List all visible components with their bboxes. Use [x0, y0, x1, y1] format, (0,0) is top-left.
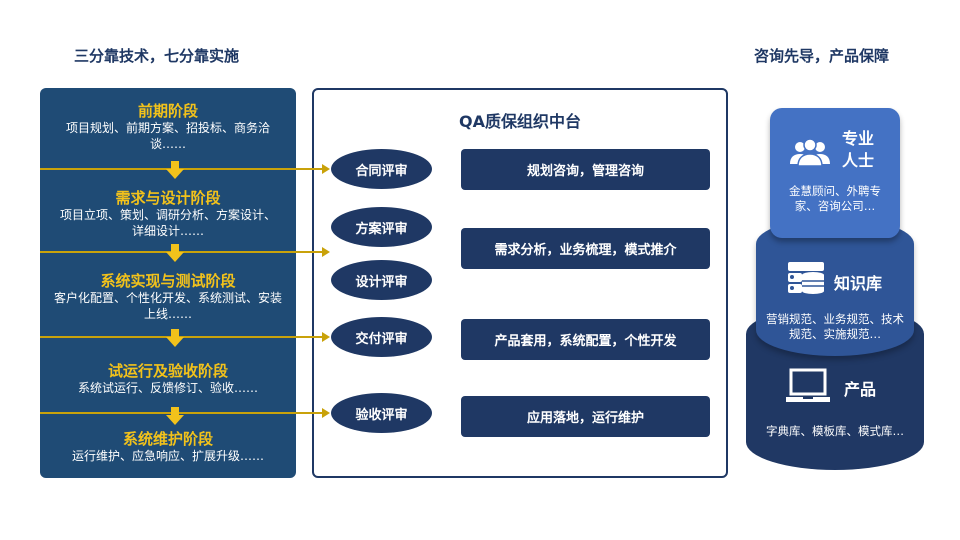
- stage-desc: 系统试运行、反馈修订、验收……: [77, 381, 258, 395]
- database-icon: [788, 262, 824, 298]
- pillar-desc: 字典库、模板库、模式库…: [766, 424, 904, 438]
- stage-title: 前期阶段: [137, 102, 198, 120]
- stage-1: 前期阶段项目规划、前期方案、招投标、商务洽谈……: [40, 102, 296, 152]
- arrow-down-icon: [171, 329, 179, 337]
- stage-title: 试运行及验收阶段: [107, 362, 228, 380]
- left-heading: 三分靠技术，七分靠实施: [74, 47, 240, 65]
- pillar-desc: 金慧顾问、外聘专家、咨询公司…: [789, 184, 881, 213]
- pillar-title: 产品: [844, 380, 877, 399]
- stage-title: 需求与设计阶段: [115, 189, 221, 207]
- pillar-knowledge: 知识库 营销规范、业务规范、技术规范、实施规范…: [756, 218, 914, 356]
- stage-desc: 运行维护、应急响应、扩展升级……: [71, 449, 264, 463]
- stage-3: 系统实现与测试阶段客户化配置、个性化开发、系统测试、安装上线……: [40, 272, 296, 322]
- pillar-experts: 专业人士 金慧顾问、外聘专家、咨询公司…: [770, 108, 900, 238]
- service-box: 规划咨询，管理咨询: [461, 149, 710, 190]
- pillar-title: 专业人士: [842, 128, 874, 172]
- arrow-down-icon: [166, 415, 184, 425]
- service-box: 应用落地，运行维护: [461, 396, 710, 437]
- stage-desc: 项目立项、策划、调研分析、方案设计、详细设计……: [60, 208, 277, 238]
- stage-4: 试运行及验收阶段系统试运行、反馈修订、验收……: [40, 362, 296, 396]
- arrow-down-icon: [171, 161, 179, 169]
- pillar-desc: 营销规范、业务规范、技术规范、实施规范…: [766, 312, 904, 341]
- connector-line: [40, 412, 322, 414]
- arrow-down-icon: [171, 407, 179, 415]
- review-plan: 方案评审: [331, 207, 432, 247]
- review-design: 设计评审: [331, 260, 432, 300]
- pillar-title-line: 专业: [842, 129, 875, 148]
- stage-title: 系统维护阶段: [122, 430, 213, 448]
- review-contract: 合同评审: [331, 149, 432, 189]
- review-acceptance: 验收评审: [331, 393, 432, 433]
- pillar-title: 知识库: [834, 274, 883, 293]
- stage-title: 系统实现与测试阶段: [100, 272, 236, 290]
- arrow-down-icon: [166, 169, 184, 179]
- center-title: QA质保组织中台: [459, 112, 581, 131]
- arrow-right-icon: [322, 332, 330, 342]
- arrow-right-icon: [322, 408, 330, 418]
- pillar-title-line: 人士: [842, 151, 875, 170]
- arrow-down-icon: [166, 252, 184, 262]
- stage-5: 系统维护阶段运行维护、应急响应、扩展升级……: [40, 430, 296, 464]
- stage-desc: 客户化配置、个性化开发、系统测试、安装上线……: [53, 291, 282, 321]
- stage-2: 需求与设计阶段项目立项、策划、调研分析、方案设计、详细设计……: [40, 189, 296, 239]
- arrow-down-icon: [166, 337, 184, 347]
- arrow-right-icon: [322, 164, 330, 174]
- review-delivery: 交付评审: [331, 317, 432, 357]
- arrow-right-icon: [322, 247, 330, 257]
- service-box: 产品套用，系统配置，个性开发: [461, 319, 710, 360]
- laptop-icon: [786, 368, 830, 408]
- stage-desc: 项目规划、前期方案、招投标、商务洽谈……: [65, 121, 270, 151]
- right-heading: 咨询先导，产品保障: [754, 47, 890, 65]
- arrow-down-icon: [171, 244, 179, 252]
- people-icon: [790, 138, 830, 170]
- service-box: 需求分析，业务梳理，模式推介: [461, 228, 710, 269]
